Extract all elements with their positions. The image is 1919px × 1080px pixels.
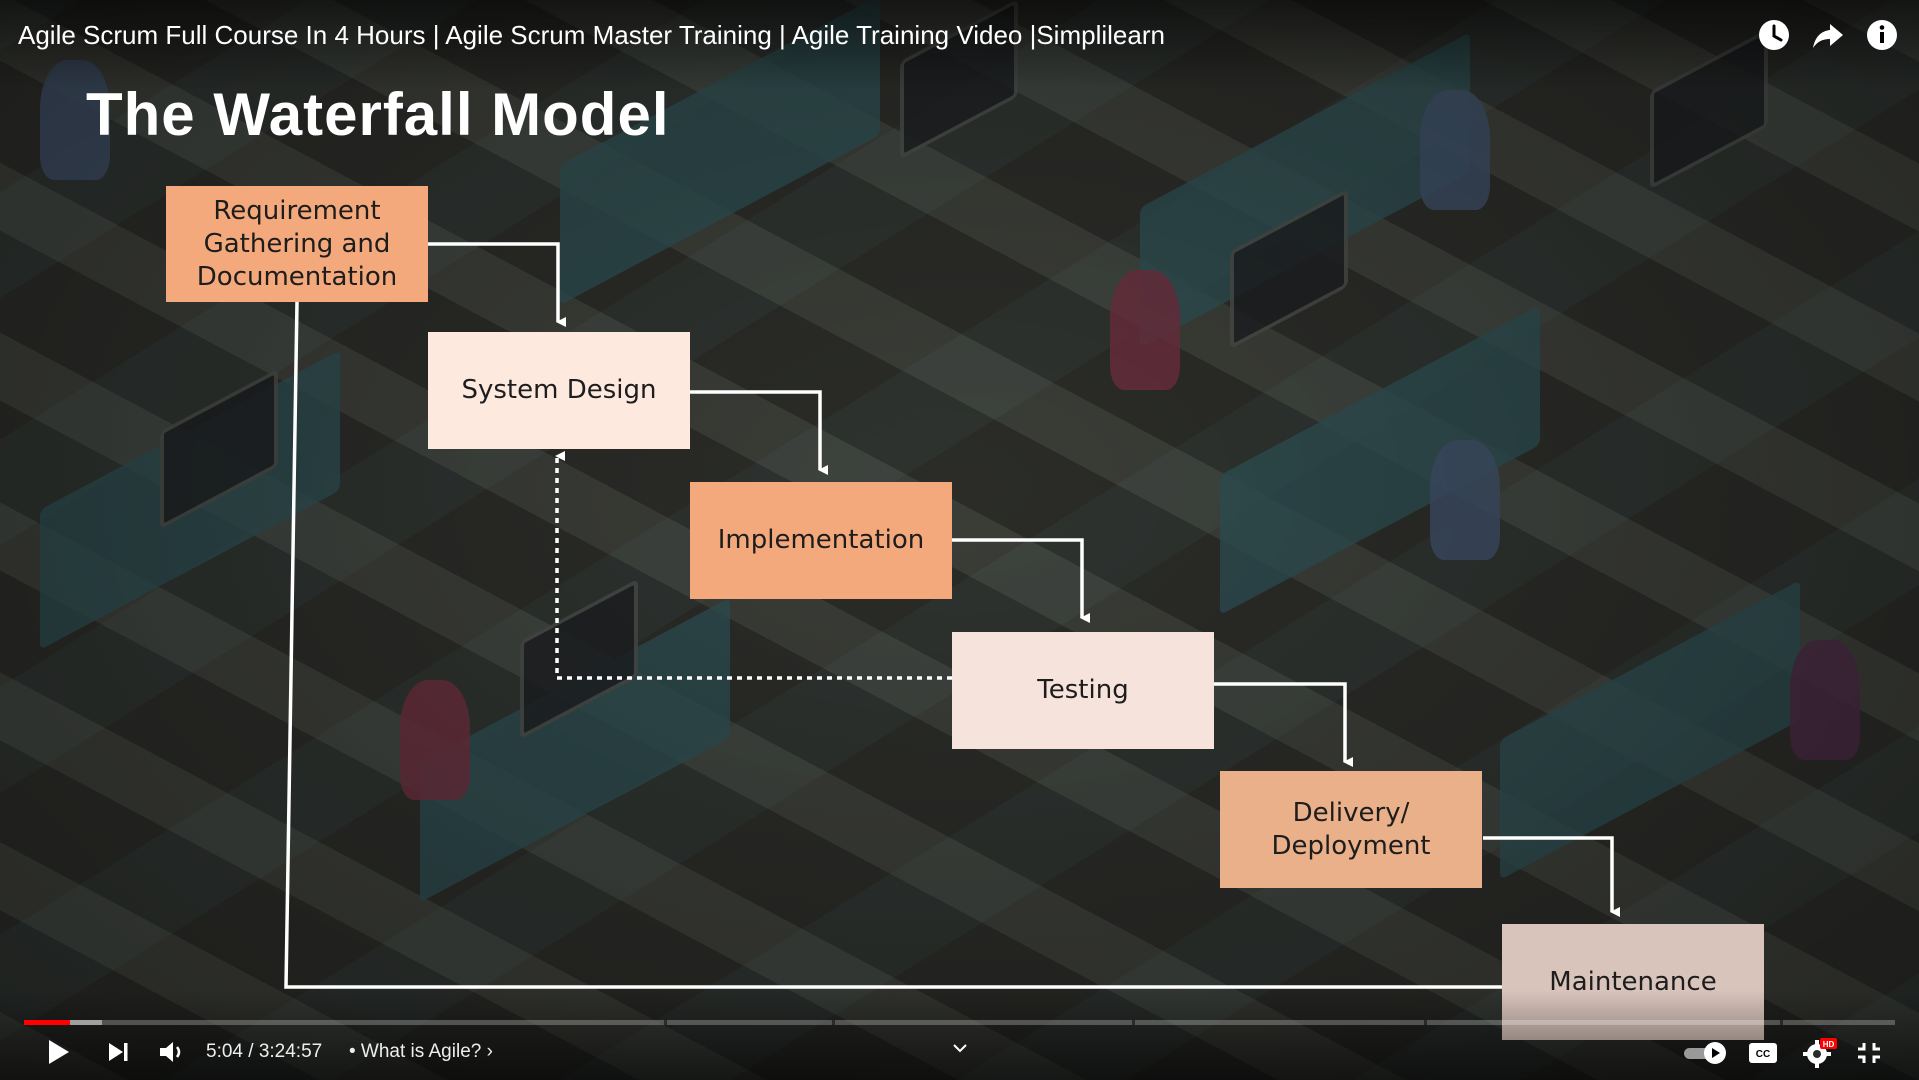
arrow-impl-to-testing: [952, 538, 1090, 623]
svg-text:CC: CC: [1756, 1049, 1770, 1060]
bottom-overlay-gradient: [0, 990, 1919, 1080]
time-display: 5:04 / 3:24:57: [206, 1041, 323, 1062]
share-icon[interactable]: [1811, 18, 1845, 52]
chapter-marker: [664, 1020, 667, 1025]
video-title[interactable]: Agile Scrum Full Course In 4 Hours | Agi…: [18, 20, 1165, 50]
stage-delivery-deployment: Delivery/ Deployment: [1220, 771, 1482, 888]
volume-icon[interactable]: [158, 1039, 188, 1069]
top-overlay-gradient: [0, 0, 1919, 90]
chevron-down-icon[interactable]: [951, 1040, 969, 1059]
stage-implementation: Implementation: [690, 482, 952, 599]
arrow-design-to-impl: [690, 390, 828, 475]
stage-testing: Testing: [952, 632, 1214, 749]
autoplay-toggle[interactable]: [1684, 1040, 1730, 1070]
captions-icon[interactable]: CC: [1748, 1042, 1778, 1068]
progress-played: [24, 1020, 71, 1025]
exit-fullscreen-icon[interactable]: [1856, 1041, 1882, 1069]
chapter-marker: [1424, 1020, 1427, 1025]
next-icon[interactable]: [106, 1040, 130, 1068]
settings-icon[interactable]: HD: [1803, 1038, 1837, 1072]
chapter-marker: [1780, 1020, 1783, 1025]
info-icon[interactable]: [1865, 18, 1899, 52]
chapter-marker: [1132, 1020, 1135, 1025]
stage-system-design: System Design: [428, 332, 690, 449]
arrow-testing-to-delivery: [1214, 682, 1353, 767]
progress-bar[interactable]: [24, 1020, 1895, 1025]
chapter-marker: [832, 1020, 835, 1025]
feedback-line-req-maintenance: [284, 301, 1502, 989]
hd-badge: HD: [1823, 1040, 1835, 1049]
chapter-title[interactable]: • What is Agile? ›: [349, 1041, 493, 1062]
stage-requirement-gathering: Requirement Gathering and Documentation: [166, 186, 428, 302]
arrow-delivery-to-maintenance: [1483, 836, 1620, 917]
watch-later-icon[interactable]: [1757, 18, 1791, 52]
slide-title: The Waterfall Model: [86, 81, 670, 148]
feedback-dotted-testing-to-design: [555, 451, 952, 680]
arrow-req-to-design: [428, 242, 566, 327]
play-icon[interactable]: [44, 1038, 72, 1070]
